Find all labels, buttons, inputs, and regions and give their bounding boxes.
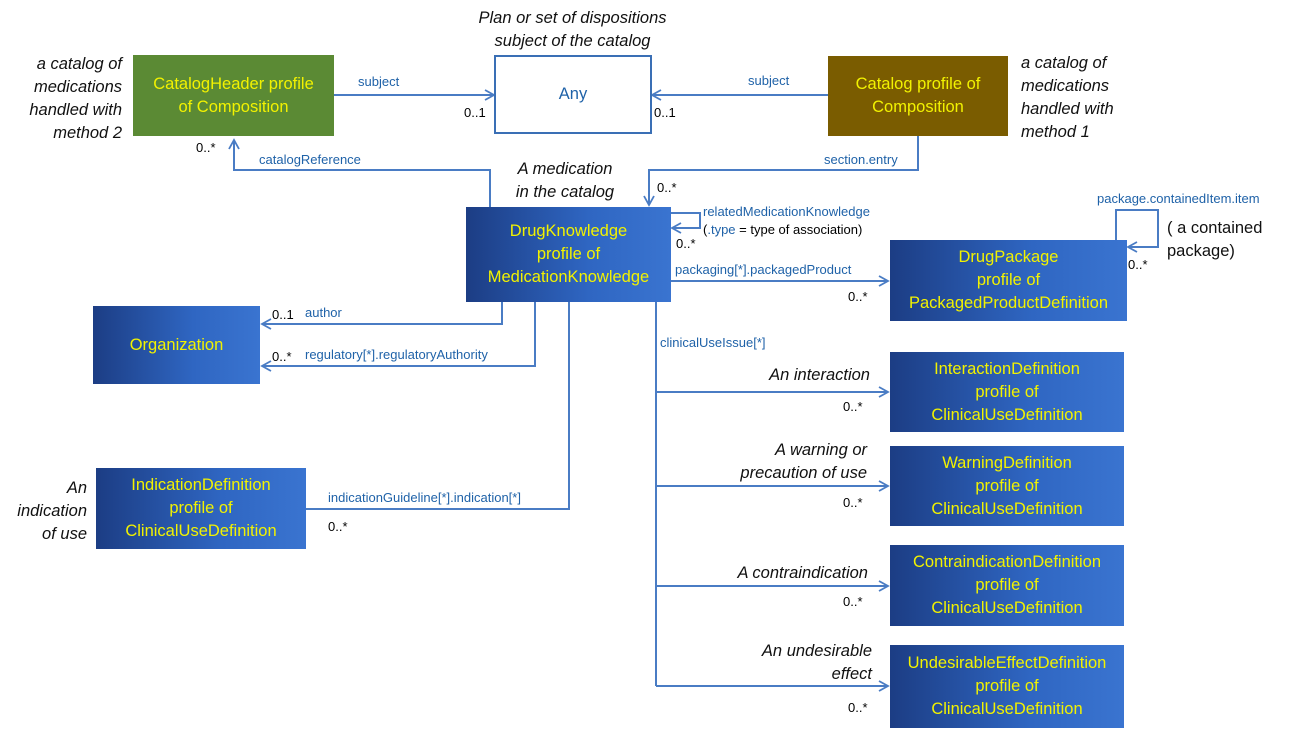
edge-section-entry <box>643 136 919 207</box>
mult-any-left: 0..1 <box>464 105 486 120</box>
edge-indication <box>280 302 570 515</box>
mult-any-right: 0..1 <box>654 105 676 120</box>
label-related-type-key: .type <box>707 222 736 237</box>
organization-box[interactable]: Organization <box>93 306 260 384</box>
warning-definition-box-label: WarningDefinition profile of ClinicalUse… <box>931 453 1083 518</box>
label-regulatory: regulatory[*].regulatoryAuthority <box>305 347 488 362</box>
mult-dk-related: 0..* <box>676 236 696 251</box>
edge-catalog-reference <box>228 138 491 207</box>
mult-package-packaging: 0..* <box>848 289 868 304</box>
catalog-header-box[interactable]: CatalogHeader profile of Composition <box>133 55 334 136</box>
note-interaction: An interaction <box>769 366 870 384</box>
undesirable-effect-definition-box[interactable]: UndesirableEffectDefinition profile of C… <box>890 645 1124 728</box>
note-contained-package: ( a contained package) <box>1167 219 1263 260</box>
note-medication: A medication in the catalog <box>515 160 615 201</box>
label-related-medication: relatedMedicationKnowledge <box>703 204 870 219</box>
label-related-type-rest: = type of association) <box>735 222 863 237</box>
note-warning: A warning or precaution of use <box>740 441 867 482</box>
mult-org-regulatory: 0..* <box>272 349 292 364</box>
edge-author <box>260 302 503 330</box>
contraindication-definition-box-label: ContraindicationDefinition profile of Cl… <box>912 553 1102 617</box>
note-plan: Plan or set of dispositions subject of t… <box>478 9 667 50</box>
organization-box-label: Organization <box>129 335 224 354</box>
drug-knowledge-box-label: DrugKnowledge profile of MedicationKnowl… <box>487 222 650 286</box>
catalog-box-label: Catalog profile of Composition <box>855 75 981 116</box>
indication-definition-box[interactable]: IndicationDefinition profile of Clinical… <box>96 468 306 549</box>
label-catalog-reference: catalogReference <box>259 152 361 167</box>
mult-warning: 0..* <box>843 495 863 510</box>
mult-contraindication: 0..* <box>843 594 863 609</box>
mult-undesirable: 0..* <box>848 700 868 715</box>
mult-package-contained: 0..* <box>1128 257 1148 272</box>
drug-package-box[interactable]: DrugPackage profile of PackagedProductDe… <box>890 240 1127 321</box>
note-catalog: a catalog of medications handled with me… <box>1021 54 1114 141</box>
mult-header-ref: 0..* <box>196 140 216 155</box>
drug-package-box-label: DrugPackage profile of PackagedProductDe… <box>908 248 1109 312</box>
catalog-header-box-label: CatalogHeader profile of Composition <box>153 74 314 116</box>
label-subject-right: subject <box>748 73 790 88</box>
mult-interaction: 0..* <box>843 399 863 414</box>
indication-definition-box-label: IndicationDefinition profile of Clinical… <box>125 476 277 540</box>
label-author: author <box>305 305 342 320</box>
drug-knowledge-box[interactable]: DrugKnowledge profile of MedicationKnowl… <box>466 207 671 302</box>
note-indication: An indication of use <box>17 479 87 543</box>
label-packaging: packaging[*].packagedProduct <box>675 262 852 277</box>
mult-dk-entry: 0..* <box>657 180 677 195</box>
any-box-label: Any <box>558 85 588 103</box>
label-clinical-use: clinicalUseIssue[*] <box>660 335 766 350</box>
label-related-type: (.type = type of association) <box>703 222 862 237</box>
undesirable-effect-definition-box-label: UndesirableEffectDefinition profile of C… <box>907 654 1107 718</box>
label-related-type-open: ( <box>703 222 708 237</box>
label-subject-left: subject <box>358 74 400 89</box>
catalog-box[interactable]: Catalog profile of Composition <box>828 56 1008 136</box>
contraindication-definition-box[interactable]: ContraindicationDefinition profile of Cl… <box>890 545 1124 626</box>
interaction-definition-box-label: InteractionDefinition profile of Clinica… <box>931 359 1083 424</box>
warning-definition-box[interactable]: WarningDefinition profile of ClinicalUse… <box>890 446 1124 526</box>
label-contained-item: package.containedItem.item <box>1097 191 1260 206</box>
note-contraindication: A contraindication <box>737 564 868 582</box>
edge-regulatory <box>260 302 536 372</box>
edge-related-medication <box>670 212 701 234</box>
label-indication-guideline: indicationGuideline[*].indication[*] <box>328 490 521 505</box>
note-undesirable: An undesirable effect <box>761 642 872 683</box>
edge-contained-item <box>1115 209 1159 253</box>
label-section-entry: section.entry <box>824 152 898 167</box>
interaction-definition-box[interactable]: InteractionDefinition profile of Clinica… <box>890 352 1124 432</box>
mult-org-author: 0..1 <box>272 307 294 322</box>
any-box[interactable]: Any <box>494 55 652 134</box>
note-catalog-header: a catalog of medications handled with me… <box>29 55 122 142</box>
mult-indication: 0..* <box>328 519 348 534</box>
